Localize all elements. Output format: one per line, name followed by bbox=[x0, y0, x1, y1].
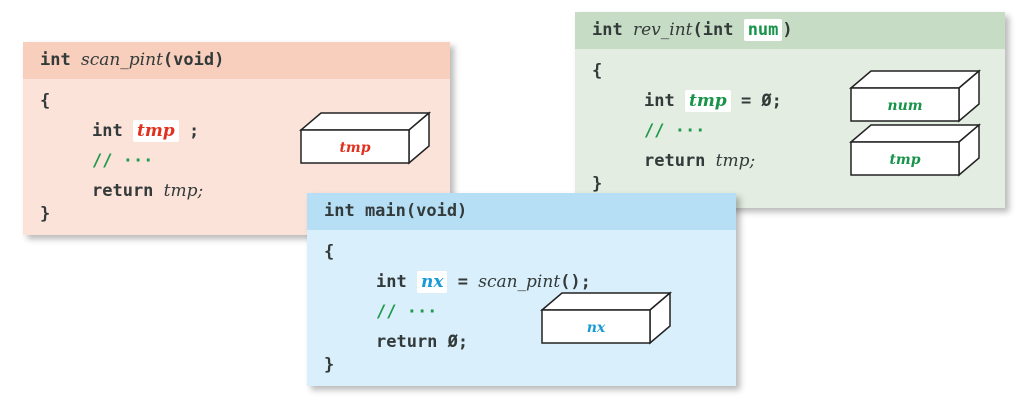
rev-int-header: int rev_int(int num) bbox=[575, 12, 1005, 49]
comment-line: // ··· bbox=[644, 121, 706, 141]
main-header: int main(void) bbox=[307, 193, 736, 230]
header-params: (void) bbox=[162, 50, 225, 70]
scan-pint-panel: int scan_pint(void) { int tmp ; // ··· r… bbox=[23, 42, 450, 235]
declaration-line: int nx = scan_pint(); bbox=[376, 271, 591, 293]
comment-line: // ··· bbox=[376, 302, 438, 322]
memory-box-nx: nx bbox=[539, 291, 673, 345]
box-label-tmp: tmp bbox=[339, 140, 370, 156]
box-label-num: num bbox=[887, 98, 922, 114]
return-value: tmp; bbox=[163, 181, 204, 201]
call-end: (); bbox=[560, 272, 591, 292]
memory-box-stack: tmp num bbox=[848, 69, 982, 177]
call-scan-pint: scan_pint bbox=[478, 272, 561, 292]
initializer: = Ø; bbox=[740, 91, 782, 111]
main-panel: int main(void) { int nx = scan_pint(); /… bbox=[307, 193, 736, 386]
header-keyword: int bbox=[40, 50, 71, 70]
declaration-line: int tmp = Ø; bbox=[644, 90, 782, 112]
open-brace: { bbox=[592, 61, 603, 81]
open-brace: { bbox=[40, 91, 51, 111]
open-brace: { bbox=[324, 242, 335, 262]
return-line: return tmp; bbox=[92, 181, 203, 201]
close-brace: } bbox=[592, 174, 603, 194]
type-keyword: int bbox=[644, 91, 675, 111]
rev-int-panel: int rev_int(int num) { int tmp = Ø; // ·… bbox=[575, 12, 1005, 208]
header-keyword: int bbox=[592, 20, 623, 40]
function-name: scan_pint bbox=[80, 50, 163, 70]
header-params-close: ) bbox=[782, 20, 793, 40]
comment-line: // ··· bbox=[92, 151, 154, 171]
declaration-line: int tmp ; bbox=[92, 120, 200, 142]
assign-operator: = bbox=[457, 272, 468, 292]
box-label-tmp: tmp bbox=[889, 152, 920, 168]
variable-nx: nx bbox=[416, 271, 448, 293]
type-keyword: int bbox=[376, 272, 407, 292]
type-keyword: int bbox=[92, 121, 123, 141]
variable-tmp: tmp bbox=[684, 90, 731, 112]
memory-box-tmp: tmp bbox=[298, 111, 432, 165]
close-brace: } bbox=[40, 204, 51, 224]
return-value: tmp; bbox=[715, 151, 756, 171]
parameter-num: num bbox=[743, 19, 783, 41]
return-line: return tmp; bbox=[644, 151, 755, 171]
scan-pint-header: int scan_pint(void) bbox=[23, 42, 450, 79]
return-keyword: return bbox=[644, 151, 706, 171]
header-params-open: (int bbox=[692, 20, 734, 40]
close-brace: } bbox=[324, 355, 335, 375]
return-line: return Ø; bbox=[376, 332, 469, 352]
function-name: rev_int bbox=[632, 20, 693, 40]
box-label-nx: nx bbox=[587, 320, 606, 336]
return-keyword: return bbox=[92, 181, 154, 201]
variable-tmp: tmp bbox=[132, 120, 179, 142]
statement-end: ; bbox=[188, 121, 200, 141]
